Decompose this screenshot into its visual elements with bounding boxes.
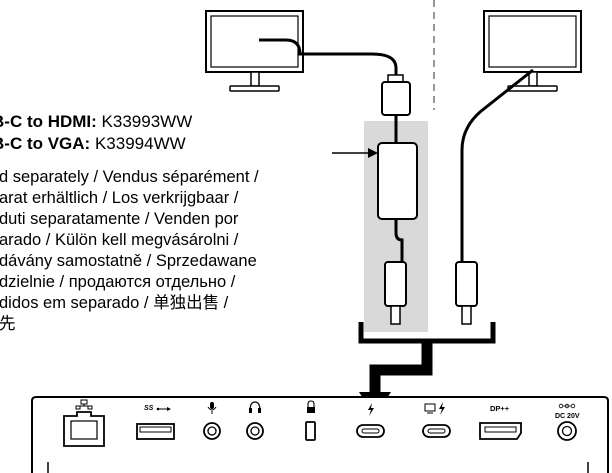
- usb-c-thunderbolt-port: [356, 424, 385, 438]
- adapter-vga-part: K33994WW: [94, 134, 186, 153]
- hdmi-plug: [381, 74, 411, 121]
- dc-polarity-icon: [558, 403, 576, 409]
- ethernet-port: [63, 411, 105, 447]
- usb-superspeed-icon: [156, 407, 171, 411]
- adapter-usb-c-plug: [384, 261, 407, 325]
- monitor-lightning-icon: [424, 402, 445, 415]
- direct-usb-c-plug: [455, 261, 478, 325]
- monitor-left-icon: [205, 10, 304, 92]
- headphone-jack: [246, 422, 264, 440]
- adapter-box: [377, 142, 418, 220]
- usb-ss-label: SS: [144, 405, 154, 412]
- displayport-port: [479, 422, 522, 440]
- headphone-icon: [249, 401, 261, 413]
- note-line: d separately / Vendus séparément /: [0, 168, 259, 186]
- adapter-hdmi-label: B-C to HDMI:: [0, 112, 97, 131]
- usb-a-port: [136, 423, 175, 440]
- adapter-hdmi-part: K33993WW: [101, 112, 193, 131]
- adapter-hdmi-line: B-C to HDMI: K33993WW: [0, 111, 192, 133]
- usb-c-direct-cable: [460, 68, 534, 262]
- adapter-vga-label: B-C to VGA:: [0, 134, 91, 153]
- lock-slot: [305, 421, 316, 441]
- note-line: arat erhältlich / Los verkrijgbaar /: [0, 189, 239, 207]
- usb-c-display-port: [422, 424, 451, 438]
- note-line: dzielnie / продаются отдельно /: [0, 273, 236, 291]
- note-line: duti separatamente / Venden por: [0, 210, 239, 228]
- dc-in-label: DC 20V: [555, 413, 580, 420]
- connect-arrow: [369, 341, 433, 393]
- dc-in-port: [557, 421, 577, 441]
- lightning-icon: [368, 403, 374, 416]
- dock-base: [31, 396, 609, 473]
- adapter-vga-line: B-C to VGA: K33994WW: [0, 133, 186, 155]
- microphone-icon: [207, 402, 217, 414]
- adapter-pointer-arrowhead: [368, 148, 378, 158]
- note-line: dávány samostatně / Sprzedawane: [0, 252, 257, 270]
- hdmi-cable: [259, 38, 398, 75]
- note-line: 先: [0, 315, 16, 333]
- adapter-usb-c-cable: [394, 219, 404, 262]
- lock-icon: [307, 400, 315, 413]
- monitor-right-icon: [483, 10, 582, 92]
- note-line: arado / Külön kell megvásárolni /: [0, 231, 239, 249]
- note-line: didos em separado / 单独出售 /: [0, 294, 229, 312]
- mic-jack: [203, 422, 221, 440]
- displayport-label: DP++: [490, 404, 510, 413]
- network-icon: [75, 399, 93, 410]
